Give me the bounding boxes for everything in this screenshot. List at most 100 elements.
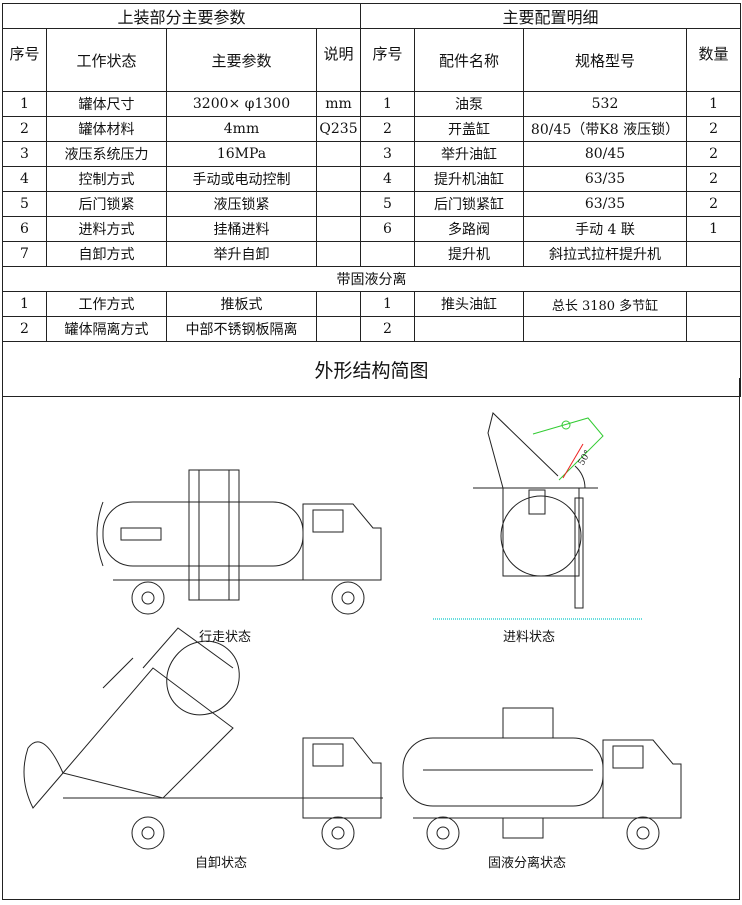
- left-cell: 6: [2, 216, 47, 242]
- left-cell: 16MPa: [166, 141, 317, 167]
- left-column-header: 工作状态: [46, 28, 167, 92]
- left-cell: [315, 216, 362, 242]
- left-column-header: 说明: [315, 28, 362, 92]
- right-cell: 开盖缸: [414, 116, 525, 142]
- spec-table: 上装部分主要参数 主要配置明细 序号工作状态主要参数说明序号配件名称规格型号数量…: [1, 3, 742, 397]
- caption-dumping: 自卸状态: [195, 856, 248, 871]
- left-cell: [315, 191, 362, 217]
- right-cell: [523, 316, 688, 342]
- right-cell: 80/45: [523, 141, 688, 167]
- separation-section-title: 带固液分离: [1, 266, 742, 292]
- left-column-header: 序号: [2, 28, 47, 92]
- left-cell: 推板式: [166, 291, 317, 317]
- left-cell: 控制方式: [46, 166, 167, 192]
- left-cell: [315, 241, 362, 267]
- right-cell: [686, 241, 742, 267]
- right-cell: 2: [686, 166, 742, 192]
- right-cell: 手动 4 联: [523, 216, 688, 242]
- dumping-state-drawing: [23, 627, 383, 850]
- caption-feeding: 进料状态: [503, 630, 556, 645]
- right-cell: 3: [360, 141, 416, 167]
- left-cell: 中部不锈钢板隔离: [166, 316, 317, 342]
- left-cell: 工作方式: [46, 291, 167, 317]
- left-cell: 自卸方式: [46, 241, 167, 267]
- right-cell: 5: [360, 191, 416, 217]
- right-cell: 2: [686, 141, 742, 167]
- left-cell: 4mm: [166, 116, 317, 142]
- left-cell: 罐体尺寸: [46, 91, 167, 117]
- caption-separation: 固液分离状态: [488, 856, 567, 871]
- left-cell: 4: [2, 166, 47, 192]
- left-section-title: 上装部分主要参数: [1, 3, 362, 29]
- caption-driving: 行走状态: [199, 630, 252, 645]
- right-cell: [686, 316, 742, 342]
- right-cell: [686, 291, 742, 317]
- left-cell: 挂桶进料: [166, 216, 317, 242]
- left-cell: 罐体材料: [46, 116, 167, 142]
- left-cell: 液压系统压力: [46, 141, 167, 167]
- left-cell: [315, 291, 362, 317]
- left-cell: 2: [2, 316, 47, 342]
- right-cell: 2: [360, 116, 416, 142]
- right-cell: 2: [686, 116, 742, 142]
- right-cell: [414, 316, 525, 342]
- right-cell: 2: [360, 316, 416, 342]
- right-column-header: 数量: [686, 28, 742, 92]
- right-cell: 1: [360, 91, 416, 117]
- left-cell: Q235: [315, 116, 362, 142]
- right-section-title: 主要配置明细: [360, 3, 742, 29]
- right-cell: [360, 241, 416, 267]
- left-cell: 3: [2, 141, 47, 167]
- left-cell: [315, 316, 362, 342]
- right-cell: 4: [360, 166, 416, 192]
- left-cell: 2: [2, 116, 47, 142]
- right-cell: 推头油缸: [414, 291, 525, 317]
- right-cell: 举升油缸: [414, 141, 525, 167]
- drawing-title: 外形结构简图: [1, 341, 742, 397]
- right-cell: 63/35: [523, 166, 688, 192]
- left-cell: 液压锁紧: [166, 191, 317, 217]
- right-cell: 80/45（带K8 液压锁）: [523, 116, 688, 142]
- feeding-state-drawing: 50°: [433, 412, 643, 620]
- left-cell: 1: [2, 91, 47, 117]
- right-cell: 后门锁紧缸: [414, 191, 525, 217]
- left-cell: 手动或电动控制: [166, 166, 317, 192]
- right-cell: 532: [523, 91, 688, 117]
- right-cell: 1: [360, 291, 416, 317]
- left-cell: 举升自卸: [166, 241, 317, 267]
- angle-label: 50°: [577, 449, 594, 468]
- right-cell: 63/35: [523, 191, 688, 217]
- right-cell: 2: [686, 191, 742, 217]
- driving-state-truck-drawing: [96, 469, 382, 615]
- left-cell: 7: [2, 241, 47, 267]
- drawing-area: 50° 行走状态 进料状态 自卸状态 固液: [2, 378, 740, 900]
- right-cell: 多路阀: [414, 216, 525, 242]
- left-cell: 进料方式: [46, 216, 167, 242]
- left-cell: [315, 141, 362, 167]
- right-column-header: 序号: [360, 28, 416, 92]
- right-column-header: 规格型号: [523, 28, 688, 92]
- right-cell: 6: [360, 216, 416, 242]
- right-cell: 总长 3180 多节缸: [523, 291, 688, 317]
- right-cell: 提升机: [414, 241, 525, 267]
- right-cell: 斜拉式拉杆提升机: [523, 241, 688, 267]
- left-cell: 1: [2, 291, 47, 317]
- right-cell: 1: [686, 91, 742, 117]
- right-column-header: 配件名称: [414, 28, 525, 92]
- right-cell: 油泵: [414, 91, 525, 117]
- left-cell: [315, 166, 362, 192]
- left-cell: 3200× φ1300: [166, 91, 317, 117]
- right-cell: 1: [686, 216, 742, 242]
- left-cell: mm: [315, 91, 362, 117]
- left-cell: 后门锁紧: [46, 191, 167, 217]
- left-column-header: 主要参数: [166, 28, 317, 92]
- left-cell: 罐体隔离方式: [46, 316, 167, 342]
